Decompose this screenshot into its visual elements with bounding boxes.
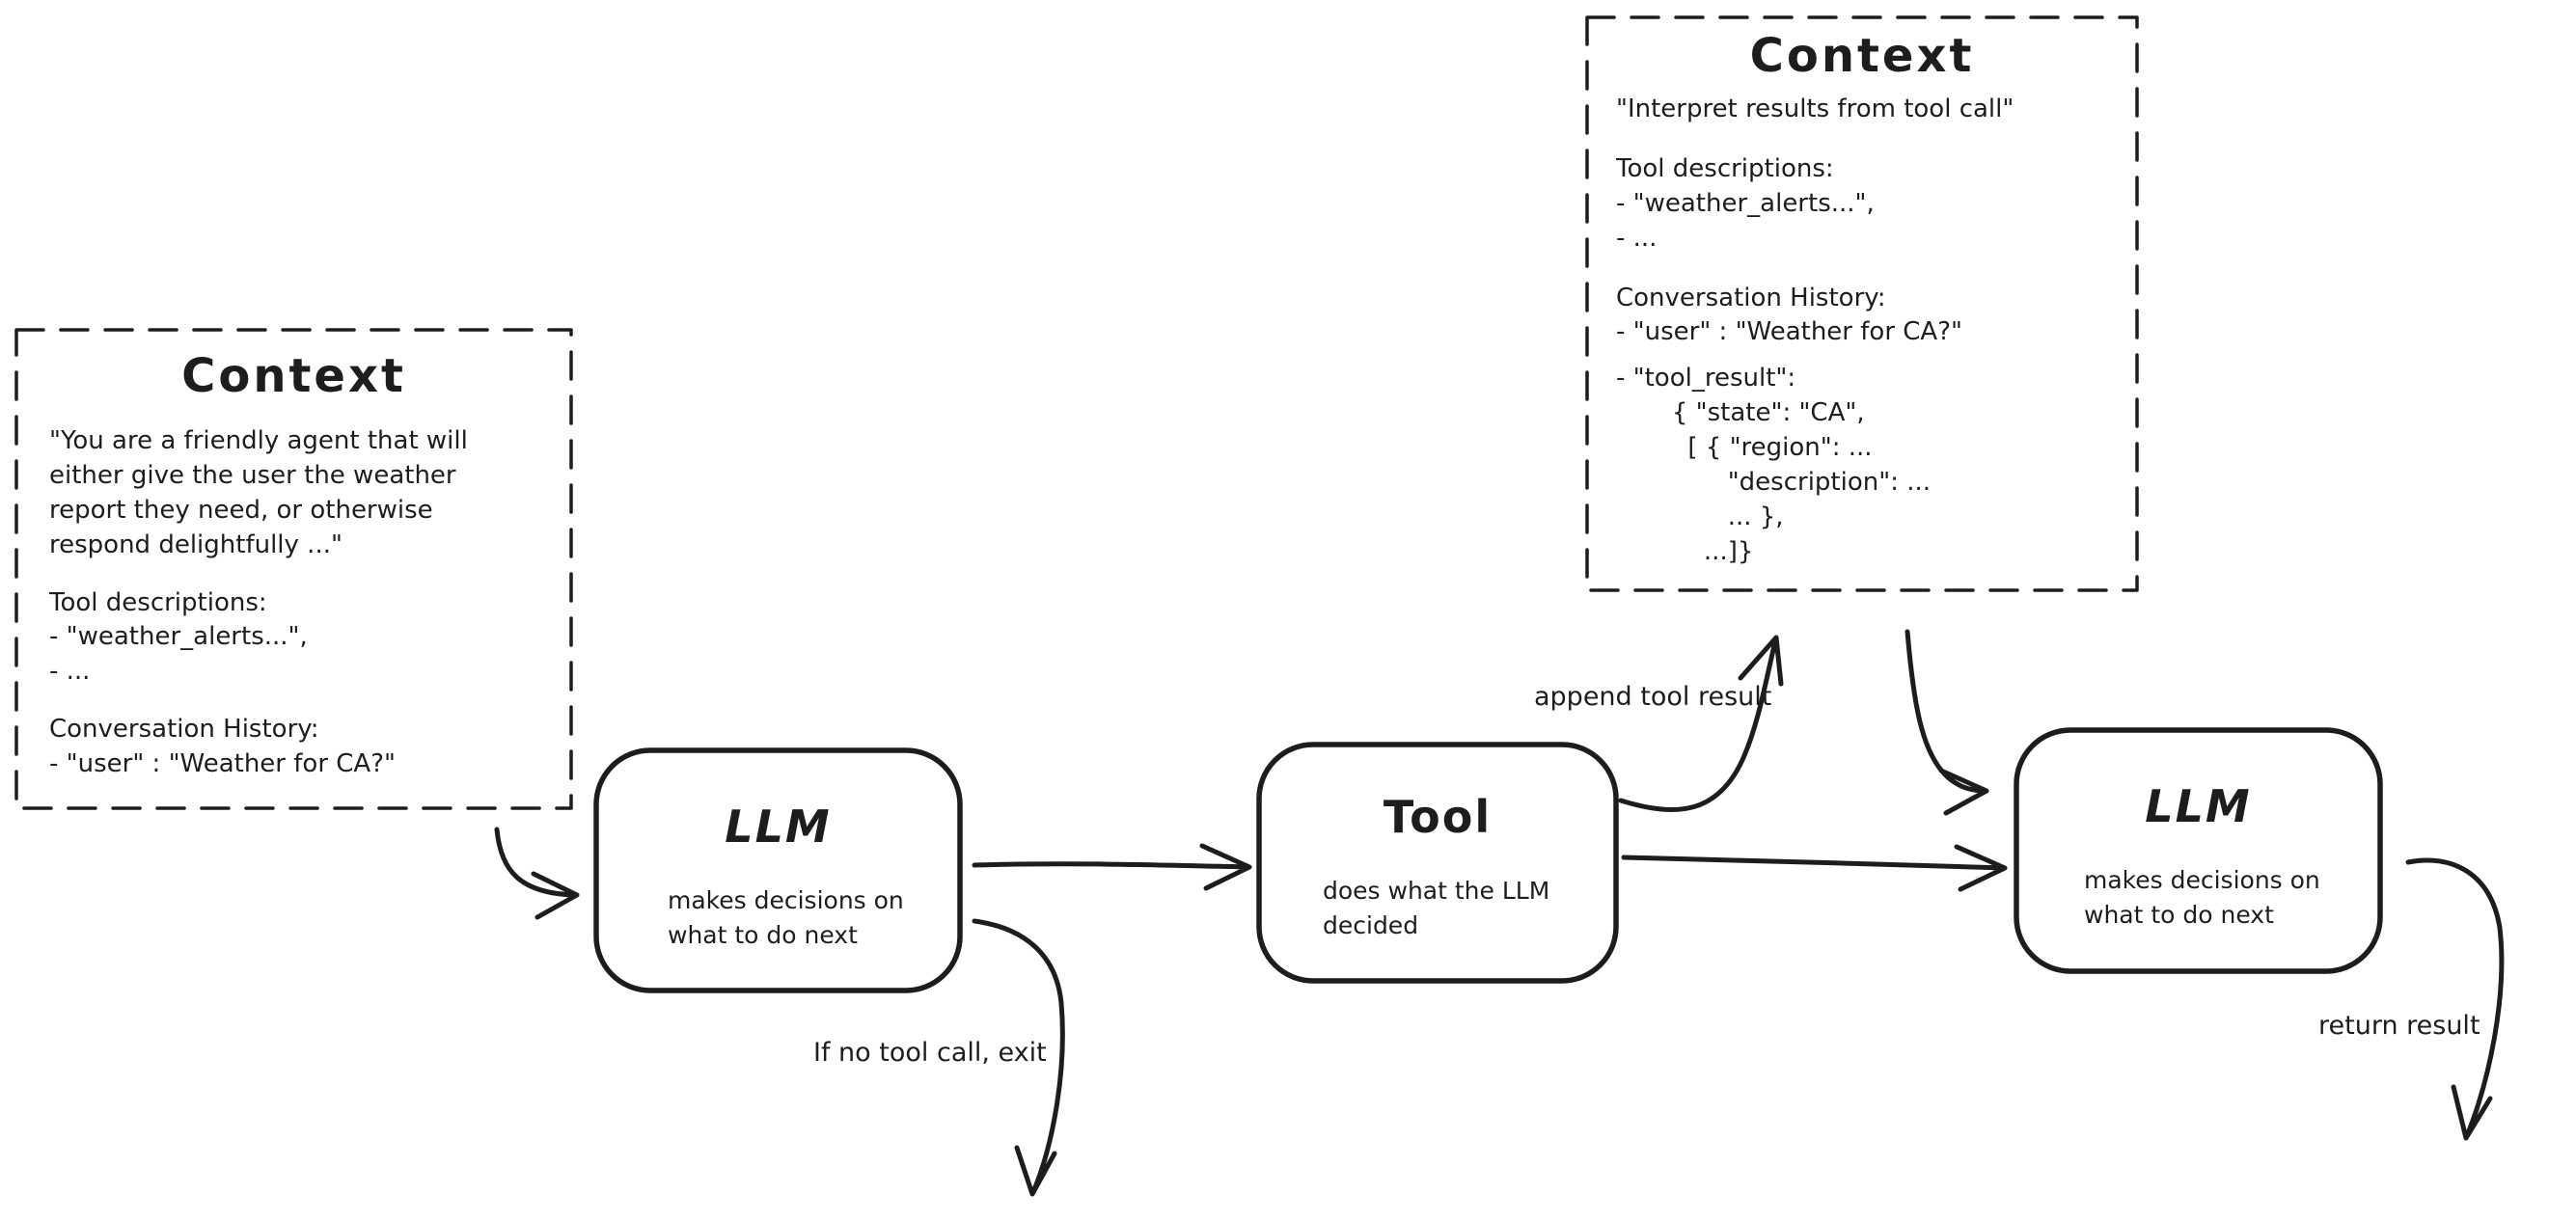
tool-node-border — [1256, 742, 1619, 984]
arrow-llm1-to-tool — [972, 843, 1252, 891]
context-top-border — [1585, 15, 2139, 592]
edge-label-return-result: return result — [2318, 1011, 2480, 1041]
llm-node-2-title: LLM — [2145, 780, 2252, 832]
llm-node-1: LLM makes decisions on what to do next — [596, 750, 960, 990]
context-top-tool-descriptions-list: - "weather_alerts...", - ... — [1616, 188, 1875, 253]
context-left-tool-descriptions-list: - "weather_alerts...", - ... — [49, 622, 308, 687]
arrow-tool-to-context-top — [1618, 635, 1784, 813]
context-left-border — [14, 328, 573, 810]
arrow-llm1-exit — [972, 918, 1065, 1197]
llm-node-1-subtitle: makes decisions on what to do next — [668, 886, 904, 950]
context-left-conversation-list: - "user" : "Weather for CA?" — [49, 749, 396, 778]
context-left-title: Context — [181, 349, 406, 403]
llm1-node-border — [593, 747, 963, 993]
tool-node-title: Tool — [1383, 791, 1493, 843]
context-left-system-prompt: "You are a friendly agent that will eith… — [49, 426, 468, 559]
arrow-llm2-return — [2405, 857, 2505, 1141]
arrow-tool-to-llm2 — [1621, 844, 2008, 892]
edge-label-if-no-tool-call-exit: If no tool call, exit — [813, 1038, 1047, 1068]
tool-node: Tool does what the LLM decided — [1259, 745, 1616, 981]
context-top-conversation-user: - "user" : "Weather for CA?" — [1616, 317, 1962, 347]
tool-node-subtitle: does what the LLM decided — [1323, 877, 1550, 940]
context-top-title: Context — [1749, 29, 1975, 83]
llm2-node-border — [2014, 727, 2383, 974]
context-left-tool-descriptions-heading: Tool descriptions: — [49, 587, 267, 617]
context-top-tool-descriptions-heading: Tool descriptions: — [1616, 153, 1834, 183]
arrow-context-left-to-llm1 — [494, 827, 580, 920]
arrow-context-top-to-llm2 — [1905, 629, 1989, 816]
context-top-instruction: "Interpret results from tool call" — [1616, 95, 2014, 123]
context-left-conversation-heading: Conversation History: — [49, 715, 319, 745]
llm-node-2-subtitle: makes decisions on what to do next — [2084, 866, 2320, 930]
llm-node-2: LLM makes decisions on what to do next — [2016, 730, 2380, 971]
edge-label-append-tool-result: append tool result — [1534, 682, 1772, 712]
context-top-tool-result: - "tool_result": { "state": "CA", [ { "r… — [1616, 364, 1932, 566]
context-top-conversation-heading: Conversation History: — [1616, 283, 1886, 312]
context-top-box: Context "Interpret results from tool cal… — [1587, 17, 2137, 590]
context-left-box: Context "You are a friendly agent that w… — [16, 330, 571, 808]
llm-node-1-title: LLM — [725, 800, 832, 853]
